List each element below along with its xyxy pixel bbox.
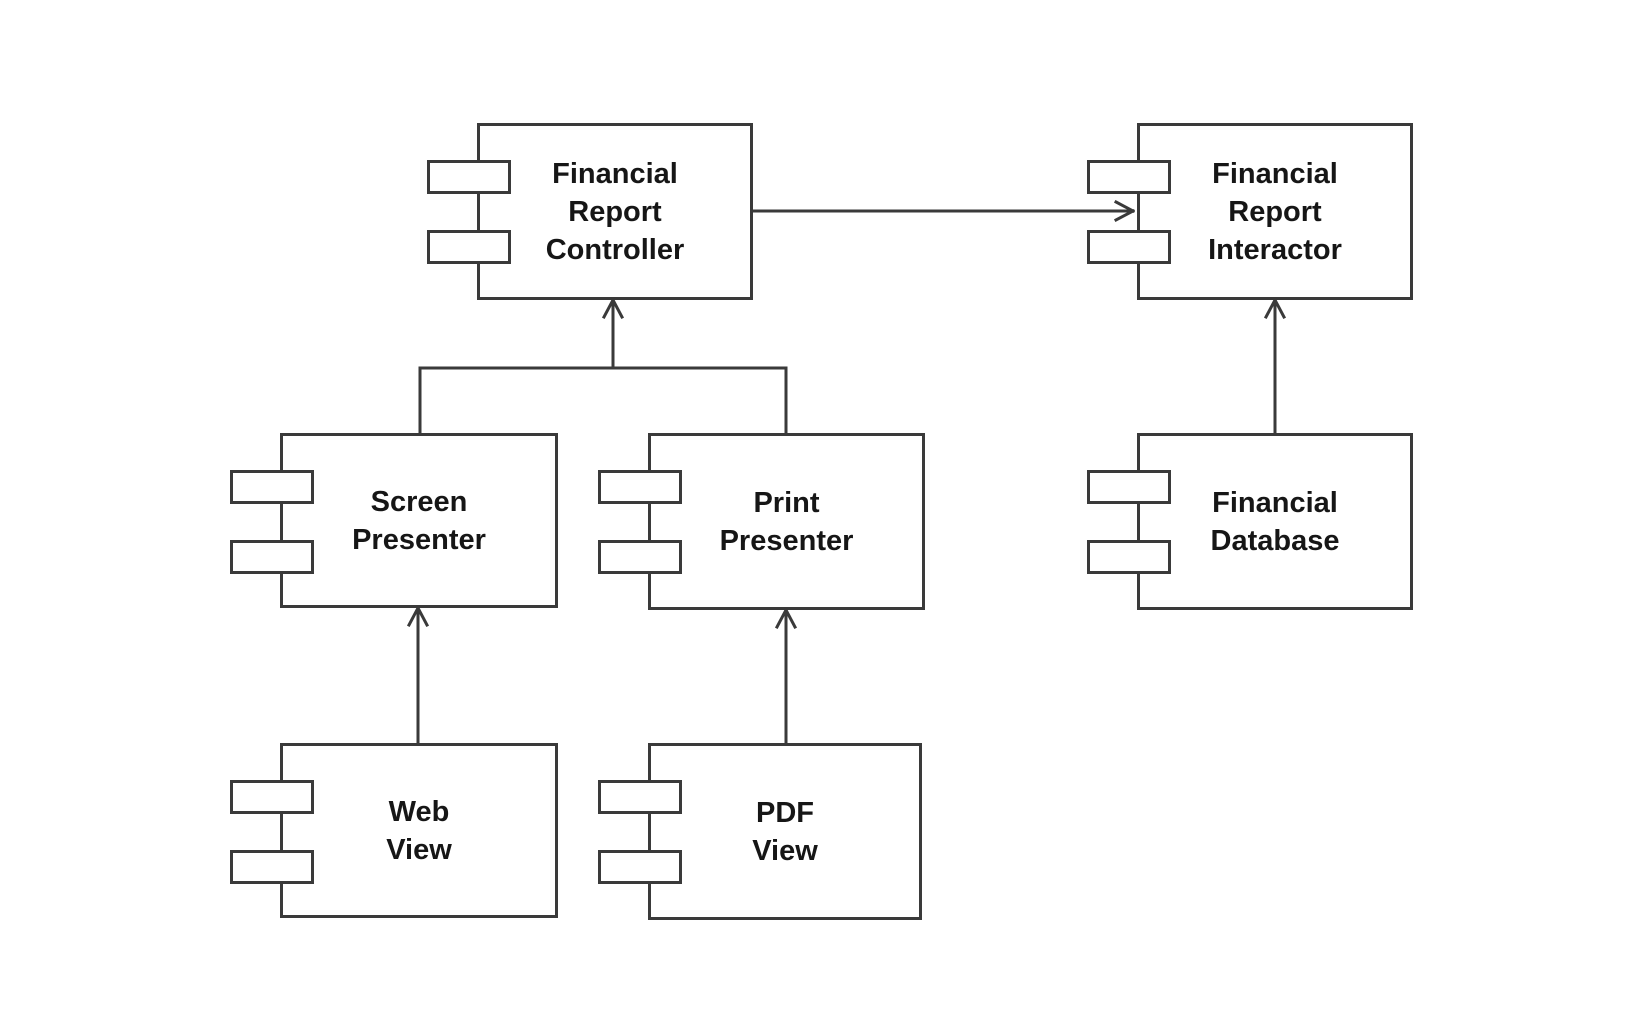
component-port-icon	[230, 540, 314, 574]
component-pdf-view: PDF View	[598, 743, 922, 920]
component-web-view: Web View	[230, 743, 558, 918]
connector-presenters-merge-bar	[418, 366, 788, 435]
arrowhead-icon	[1113, 208, 1136, 223]
component-port-icon	[230, 470, 314, 504]
component-label: Financial Report Interactor	[1208, 157, 1342, 266]
connector-database-to-interactor	[1263, 297, 1287, 435]
component-screen-presenter: Screen Presenter	[230, 433, 558, 608]
arrowhead-icon	[774, 607, 789, 630]
component-port-icon	[1087, 470, 1171, 504]
component-port-icon	[598, 850, 682, 884]
arrowhead-icon	[406, 605, 421, 628]
component-label: Web View	[386, 795, 452, 866]
component-print-presenter: Print Presenter	[598, 433, 925, 610]
component-port-icon	[230, 780, 314, 814]
component-port-icon	[1087, 160, 1171, 194]
component-port-icon	[1087, 540, 1171, 574]
component-port-icon	[598, 540, 682, 574]
arrowhead-icon	[1272, 297, 1287, 320]
component-label: Screen Presenter	[352, 485, 486, 556]
component-label: Print Presenter	[719, 486, 854, 557]
arrowhead-icon	[601, 297, 616, 320]
component-label: Financial Report Controller	[545, 157, 685, 266]
arrowhead-icon	[1263, 297, 1278, 320]
component-port-icon	[427, 230, 511, 264]
component-financial-report-interactor: Financial Report Interactor	[1087, 123, 1413, 300]
connector-pdf-view-to-print-presenter	[774, 607, 798, 745]
arrowhead-icon	[415, 605, 430, 628]
component-port-icon	[1087, 230, 1171, 264]
connector-merge-to-controller	[601, 297, 625, 370]
component-financial-database: Financial Database	[1087, 433, 1413, 610]
arrowhead-icon	[1113, 199, 1136, 214]
component-port-icon	[598, 470, 682, 504]
connector-controller-to-interactor	[751, 199, 1136, 223]
component-port-icon	[230, 850, 314, 884]
component-label: Financial Database	[1210, 486, 1340, 557]
component-financial-report-controller: Financial Report Controller	[427, 123, 753, 300]
connector-web-view-to-screen-presenter	[406, 605, 430, 745]
arrowhead-icon	[610, 297, 625, 320]
component-label: PDF View	[752, 796, 818, 867]
component-port-icon	[598, 780, 682, 814]
component-port-icon	[427, 160, 511, 194]
arrowhead-icon	[783, 607, 798, 630]
